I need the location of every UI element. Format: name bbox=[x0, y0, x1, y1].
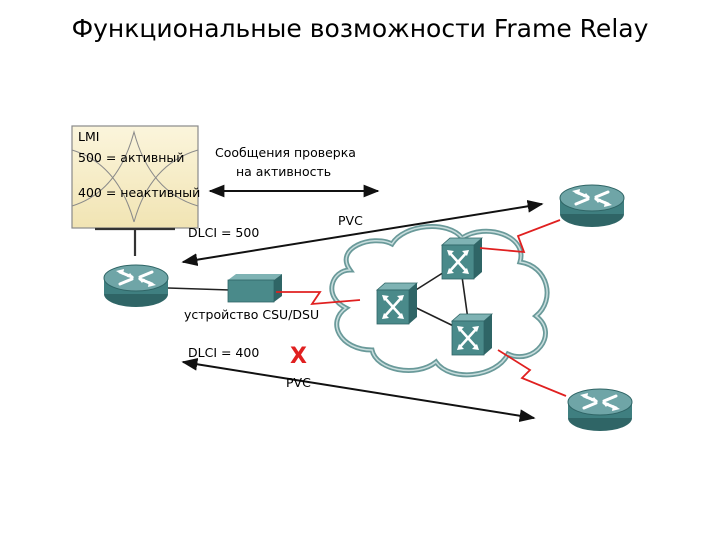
serial-link-local bbox=[276, 291, 361, 306]
frame-relay-switch-bottom bbox=[450, 312, 494, 357]
pvc-active-arrow bbox=[181, 199, 544, 267]
pvc-top-label: PVC bbox=[338, 213, 363, 228]
failed-pvc-mark: X bbox=[290, 344, 307, 369]
page-title: Функциональные возможности Frame Relay bbox=[71, 14, 649, 43]
pvc-bottom-label: PVC bbox=[286, 375, 311, 390]
router-csu-link bbox=[167, 287, 231, 291]
frame-relay-cloud bbox=[329, 224, 550, 378]
pvc-inactive-arrow bbox=[181, 357, 536, 423]
frame-relay-switch-left bbox=[375, 281, 419, 326]
keepalive-label-line1: Сообщения проверка bbox=[215, 145, 356, 160]
lmi-inactive-label: 400 = неактивный bbox=[78, 185, 200, 200]
lmi-heading: LMI bbox=[78, 129, 99, 144]
dlci-500-label: DLCI = 500 bbox=[188, 225, 259, 240]
frame-relay-switch-top bbox=[440, 236, 484, 281]
local-router bbox=[102, 263, 170, 309]
remote-router-top bbox=[558, 183, 626, 229]
dlci-400-label: DLCI = 400 bbox=[188, 345, 259, 360]
csu-dsu-label: устройство CSU/DSU bbox=[184, 307, 319, 322]
csu-dsu-device bbox=[227, 274, 282, 303]
lmi-status-box: LMI 500 = активный 400 = неактивный bbox=[71, 125, 200, 229]
serial-link-remote-bottom bbox=[497, 349, 567, 397]
lmi-active-label: 500 = активный bbox=[78, 150, 184, 165]
remote-router-bottom bbox=[566, 387, 634, 433]
keepalive-label-line2: на активность bbox=[236, 164, 331, 179]
